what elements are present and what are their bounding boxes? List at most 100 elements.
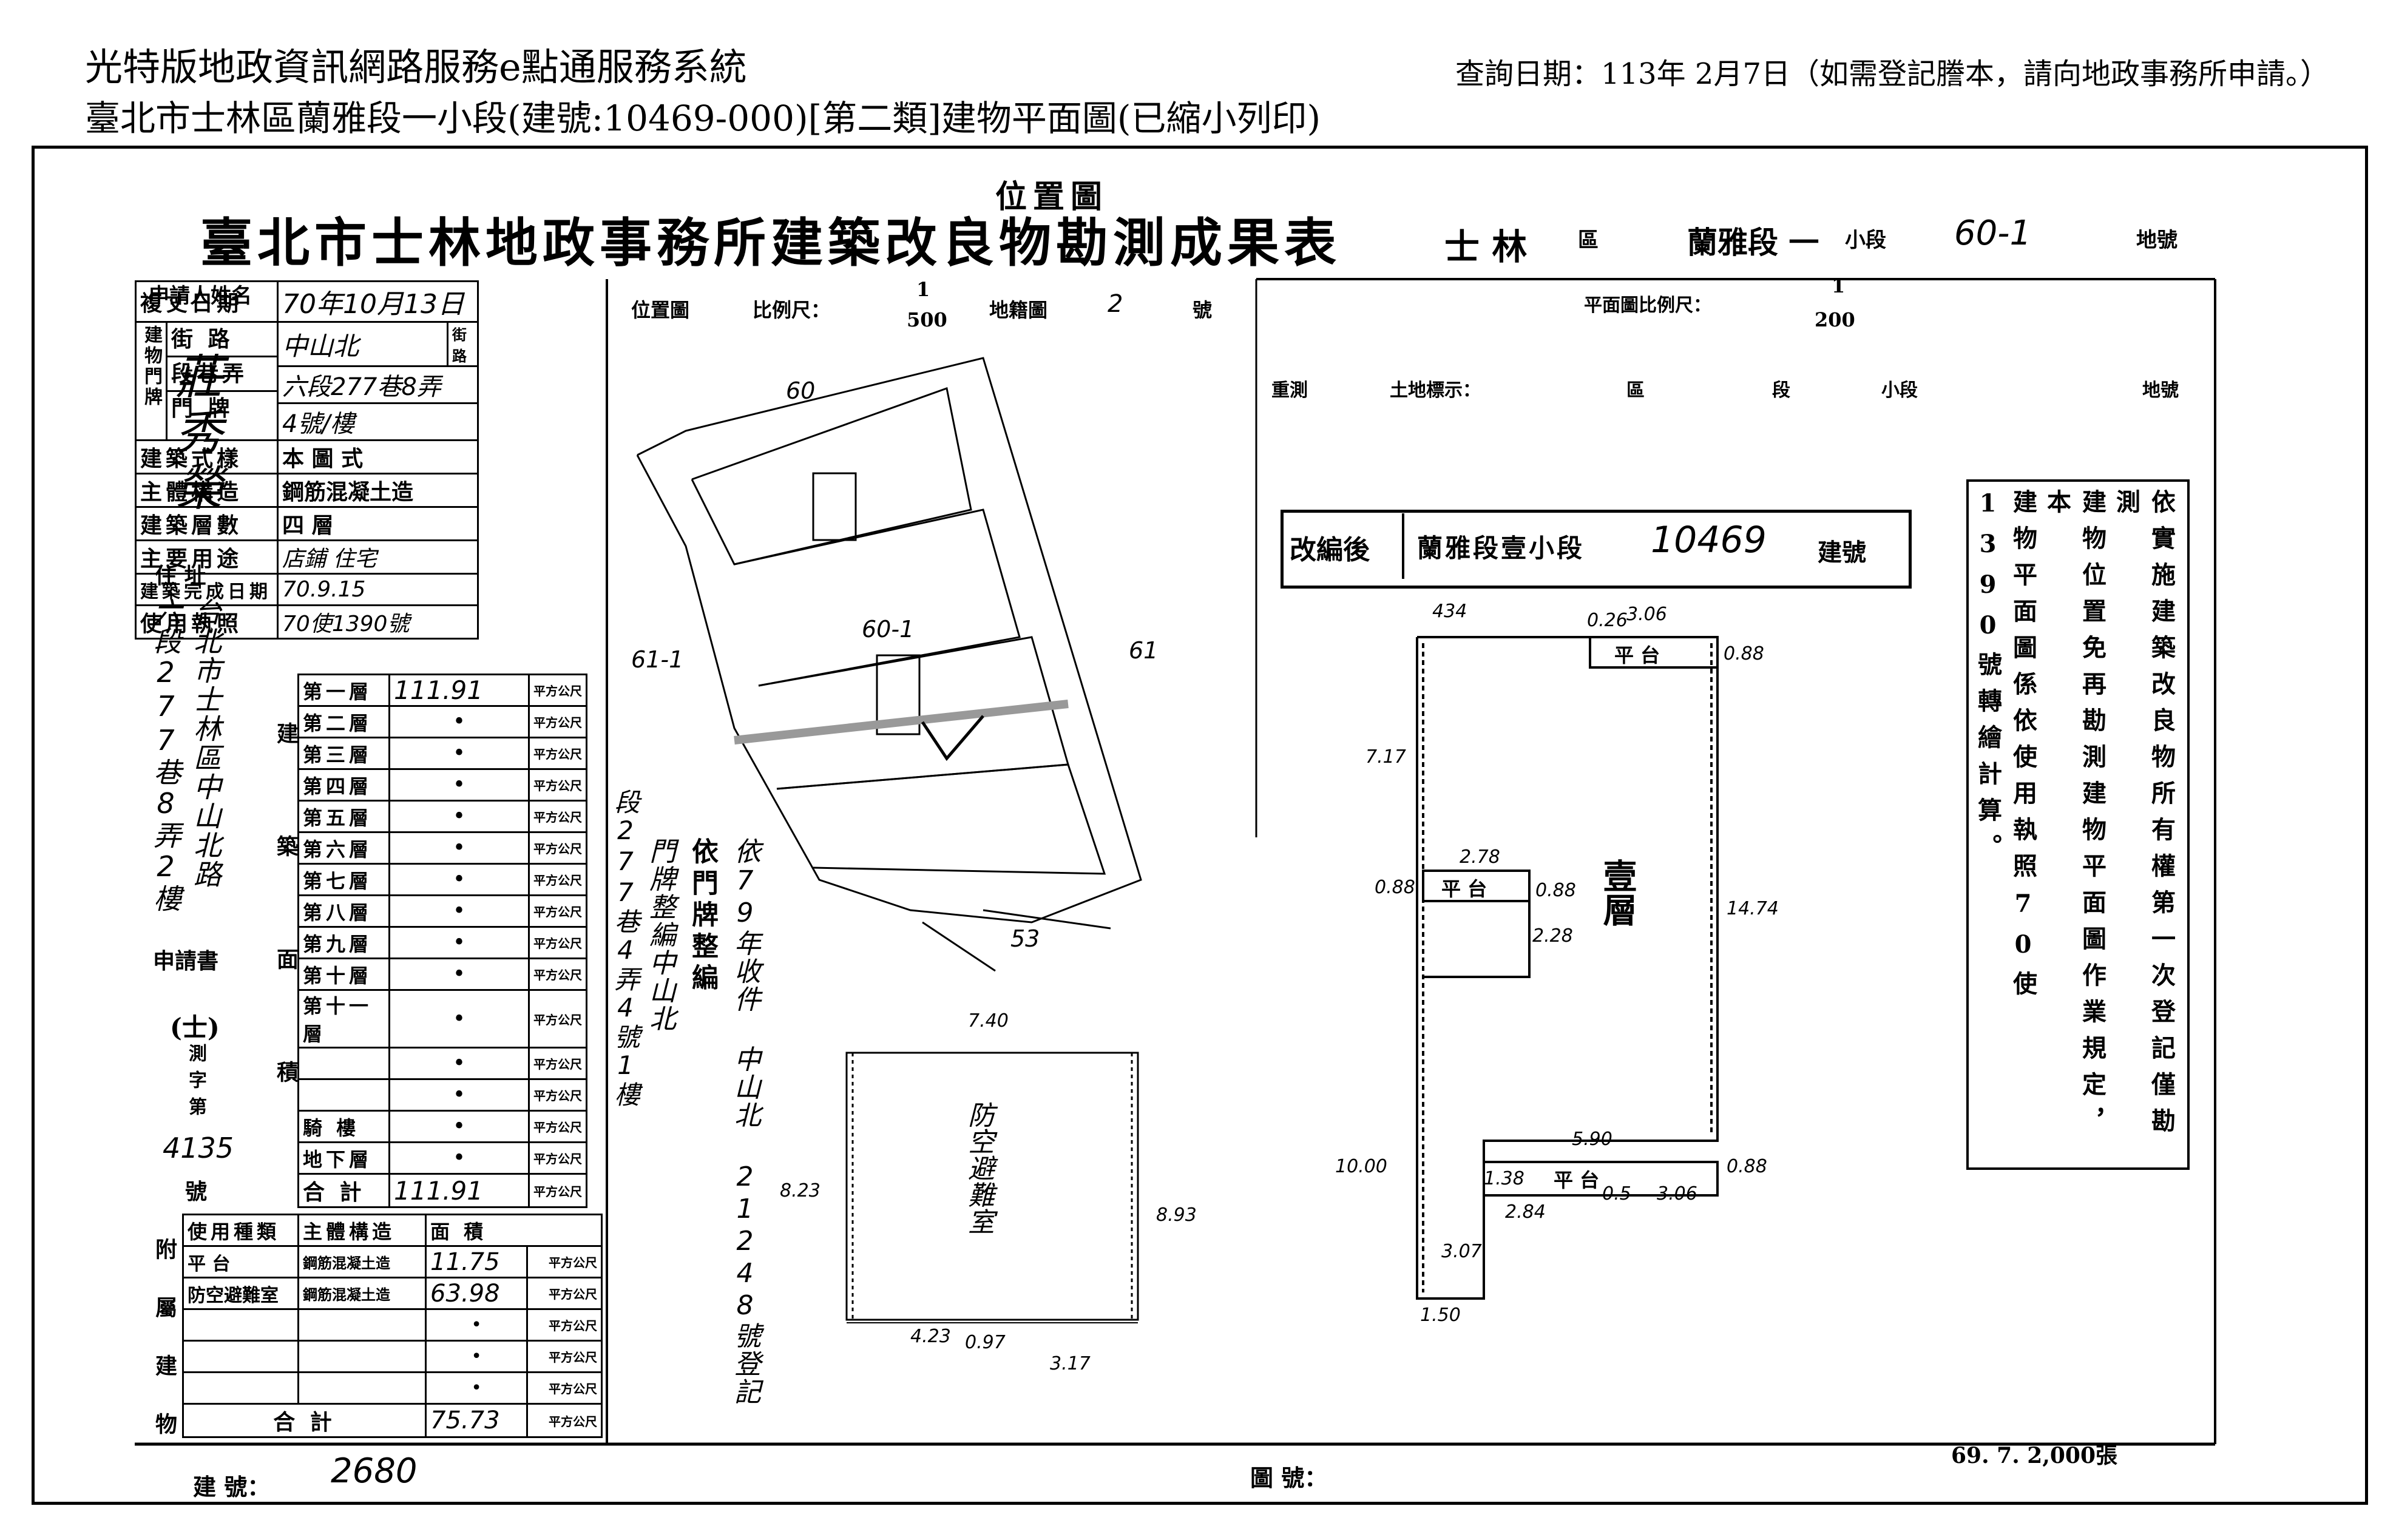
side-note-handwritten: 依79年收件 中山北 21248號登記 bbox=[729, 837, 760, 1406]
floor-row: 第八層•平方公尺 bbox=[297, 894, 587, 928]
annex-structure bbox=[297, 1340, 427, 1373]
floor-name: 騎 樓 bbox=[297, 1110, 390, 1143]
floor-unit: 平方公尺 bbox=[528, 674, 587, 707]
floor-unit: 平方公尺 bbox=[528, 1047, 587, 1080]
dimension-label: 8.93 bbox=[1156, 1204, 1197, 1226]
row-value-4: 70.9.15 bbox=[277, 573, 479, 606]
floor-name: 第三層 bbox=[297, 737, 390, 770]
floor-unit: 平方公尺 bbox=[528, 800, 587, 833]
resurvey-label: 重測 bbox=[1271, 380, 1308, 401]
location-scale-num: 1 bbox=[916, 278, 930, 301]
form-title-note: 位置圖 bbox=[995, 178, 1109, 215]
side-note-printed: 依門牌整編 bbox=[687, 837, 718, 995]
location-label: 位置圖 bbox=[631, 299, 690, 322]
floor-row: 第五層•平方公尺 bbox=[297, 800, 587, 833]
land-section: 段 bbox=[1772, 380, 1790, 401]
lane-label: 段巷弄 bbox=[167, 357, 277, 392]
floor-area: 111.91 bbox=[388, 674, 530, 707]
floor-row: 第三層•平方公尺 bbox=[297, 737, 587, 770]
floor-row: 騎 樓•平方公尺 bbox=[297, 1110, 587, 1143]
cadastral-suffix: 號 bbox=[1193, 299, 1213, 322]
floor-area: • bbox=[388, 957, 530, 991]
form-title: 臺北市士林地政事務所建築改良物勘測成果表 bbox=[200, 212, 1341, 274]
side-note-column-2: 門牌整編中山北 bbox=[645, 837, 675, 1033]
side-note-column-3: 段277巷4弄4號1樓 bbox=[611, 789, 640, 1108]
floor-row: 地下層•平方公尺 bbox=[297, 1141, 587, 1175]
annex-header: 面 積 bbox=[425, 1214, 603, 1247]
plan-platform-bottom: 平 台 bbox=[1554, 1169, 1600, 1192]
floor-name: 地下層 bbox=[297, 1141, 390, 1175]
floor-unit: 平方公尺 bbox=[528, 989, 587, 1049]
review-date-label: 複丈日期 bbox=[134, 280, 279, 323]
floor-area: • bbox=[388, 1078, 530, 1112]
drawing-no-label: 圖 號： bbox=[1250, 1464, 1328, 1491]
map-label-60: 60 bbox=[786, 377, 816, 404]
dimension-label: 1.38 bbox=[1484, 1168, 1524, 1189]
floor-unit: 平方公尺 bbox=[528, 926, 587, 959]
lane-value: 六段277巷8弄 bbox=[277, 365, 479, 404]
dimension-label: 0.97 bbox=[965, 1332, 1006, 1353]
floor-unit: 平方公尺 bbox=[528, 768, 587, 802]
floor-unit: 平方公尺 bbox=[528, 831, 587, 865]
location-map bbox=[636, 357, 1142, 972]
building-no: 2680 bbox=[331, 1451, 418, 1491]
dimension-label: 7.40 bbox=[968, 1010, 1009, 1032]
floor-name: 第八層 bbox=[297, 894, 390, 928]
dimension-label: 14.74 bbox=[1727, 898, 1779, 919]
location-scale-label: 比例尺： bbox=[753, 299, 831, 322]
annex-unit: 平方公尺 bbox=[526, 1277, 603, 1310]
row-value-0: 本 圖 式 bbox=[277, 439, 479, 474]
plan-platform-mid: 平 台 bbox=[1441, 877, 1487, 900]
floor-row: 第十層•平方公尺 bbox=[297, 957, 587, 991]
row-label-3: 主要用途 bbox=[134, 539, 279, 575]
cadastral-no: 2 bbox=[1108, 290, 1123, 318]
floor-unit: 平方公尺 bbox=[528, 1078, 587, 1112]
floor-area: • bbox=[388, 768, 530, 802]
map-label-61-1: 61-1 bbox=[631, 646, 684, 673]
dimension-label: 1.50 bbox=[1420, 1305, 1461, 1326]
area-group-label: 建築面積 bbox=[273, 722, 299, 1174]
annex-header: 使用種類 bbox=[182, 1214, 299, 1247]
dimension-label: 2.84 bbox=[1505, 1201, 1546, 1223]
dimension-label: 8.23 bbox=[780, 1180, 821, 1201]
floor-row: 第二層•平方公尺 bbox=[297, 705, 587, 738]
annex-row: •平方公尺 bbox=[182, 1308, 603, 1342]
row-label-2: 建築層數 bbox=[134, 506, 279, 541]
street-suffix: 街路 bbox=[447, 321, 479, 367]
map-label-53: 53 bbox=[1010, 925, 1040, 952]
annex-area: 63.98 bbox=[424, 1277, 529, 1310]
cadastral-label: 地籍圖 bbox=[989, 299, 1048, 322]
address-value: 台北市士林區中山北路六段277巷8弄2樓 bbox=[149, 598, 222, 913]
section: 蘭雅段 一 bbox=[1687, 225, 1819, 260]
land-district: 區 bbox=[1626, 380, 1645, 401]
total-unit: 平方公尺 bbox=[528, 1173, 587, 1208]
plan-scale-den: 200 bbox=[1815, 308, 1855, 331]
survey-number: 4135 bbox=[163, 1132, 234, 1164]
floor-unit: 平方公尺 bbox=[528, 863, 587, 896]
dimension-label: 2.78 bbox=[1460, 846, 1500, 868]
annex-total-unit: 平方公尺 bbox=[526, 1403, 603, 1438]
floor-name: 第五層 bbox=[297, 800, 390, 833]
building-data-table: 複丈日期 70年10月13日 建物門牌 街 路 段巷弄 門 牌 中山北 街路 六… bbox=[134, 280, 479, 640]
parcel-number: 60-1 bbox=[1954, 214, 2032, 253]
dimension-label: 3.07 bbox=[1441, 1241, 1482, 1262]
annex-area: • bbox=[424, 1308, 529, 1342]
row-value-2: 四 層 bbox=[277, 506, 479, 541]
annex-area: 11.75 bbox=[424, 1245, 529, 1278]
survey-number-suffix: 號 bbox=[185, 1179, 208, 1204]
annex-unit: 平方公尺 bbox=[526, 1245, 603, 1278]
annex-label: 附屬建物 bbox=[152, 1238, 177, 1471]
renumber-no: 10469 bbox=[1651, 519, 1767, 561]
floor-name: 第九層 bbox=[297, 926, 390, 959]
renumber-suffix: 建號 bbox=[1818, 538, 1866, 567]
floor-area: • bbox=[388, 894, 530, 928]
review-date: 70年10月13日 bbox=[277, 280, 479, 323]
location-scale-den: 500 bbox=[907, 308, 947, 331]
dimension-label: 0.88 bbox=[1375, 877, 1415, 898]
land-parcel: 地號 bbox=[2142, 380, 2179, 401]
